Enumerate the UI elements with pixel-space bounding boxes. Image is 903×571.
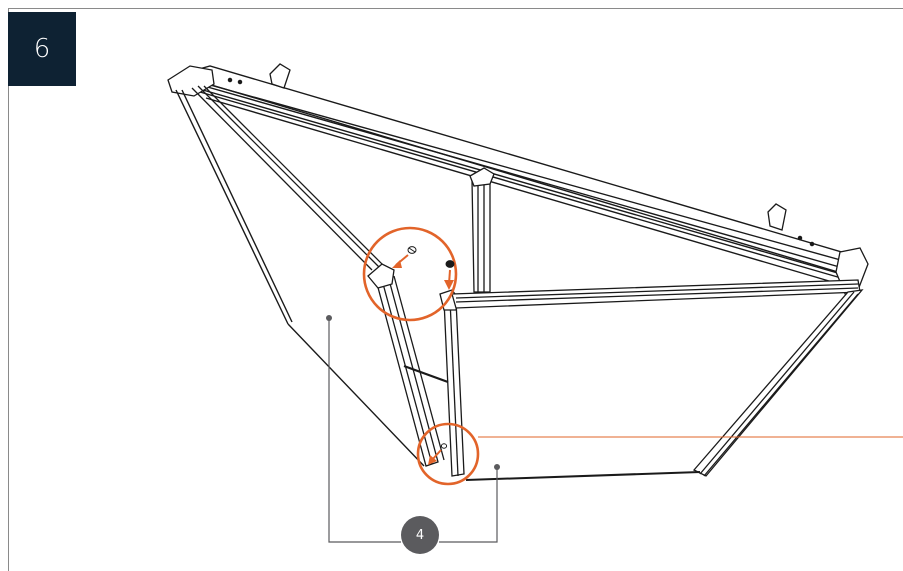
cross-bar — [403, 364, 449, 384]
top-beam — [175, 65, 863, 287]
callout-dot-right — [494, 464, 500, 470]
frame-border-top — [8, 8, 903, 9]
step-number-badge: 6 — [8, 12, 76, 86]
lower-arrow — [428, 449, 442, 465]
upper-left-arrow — [392, 254, 409, 268]
callout-bracket — [328, 318, 498, 543]
center-post — [469, 167, 495, 293]
bottom-panel-edge — [465, 471, 701, 481]
left-vertical-profile — [367, 263, 445, 467]
callout-number-badge: 4 — [401, 516, 439, 554]
bolt-icon — [445, 260, 455, 268]
upper-highlight-circle — [362, 226, 458, 322]
right-horizontal-beam — [451, 279, 861, 309]
left-panel-edge — [287, 323, 425, 467]
callout-dot-left — [326, 315, 332, 321]
screw-cap-icon — [407, 246, 417, 254]
frame-border-left — [8, 8, 9, 571]
right-diagonal-pole — [692, 289, 864, 477]
lower-screw-icon — [440, 443, 448, 449]
left-corner-bracket — [167, 63, 291, 97]
left-diagonal-brace — [191, 85, 385, 271]
upper-right-arrow — [444, 269, 454, 290]
left-outer-pole — [175, 89, 293, 325]
lower-highlight-circle — [416, 422, 480, 486]
